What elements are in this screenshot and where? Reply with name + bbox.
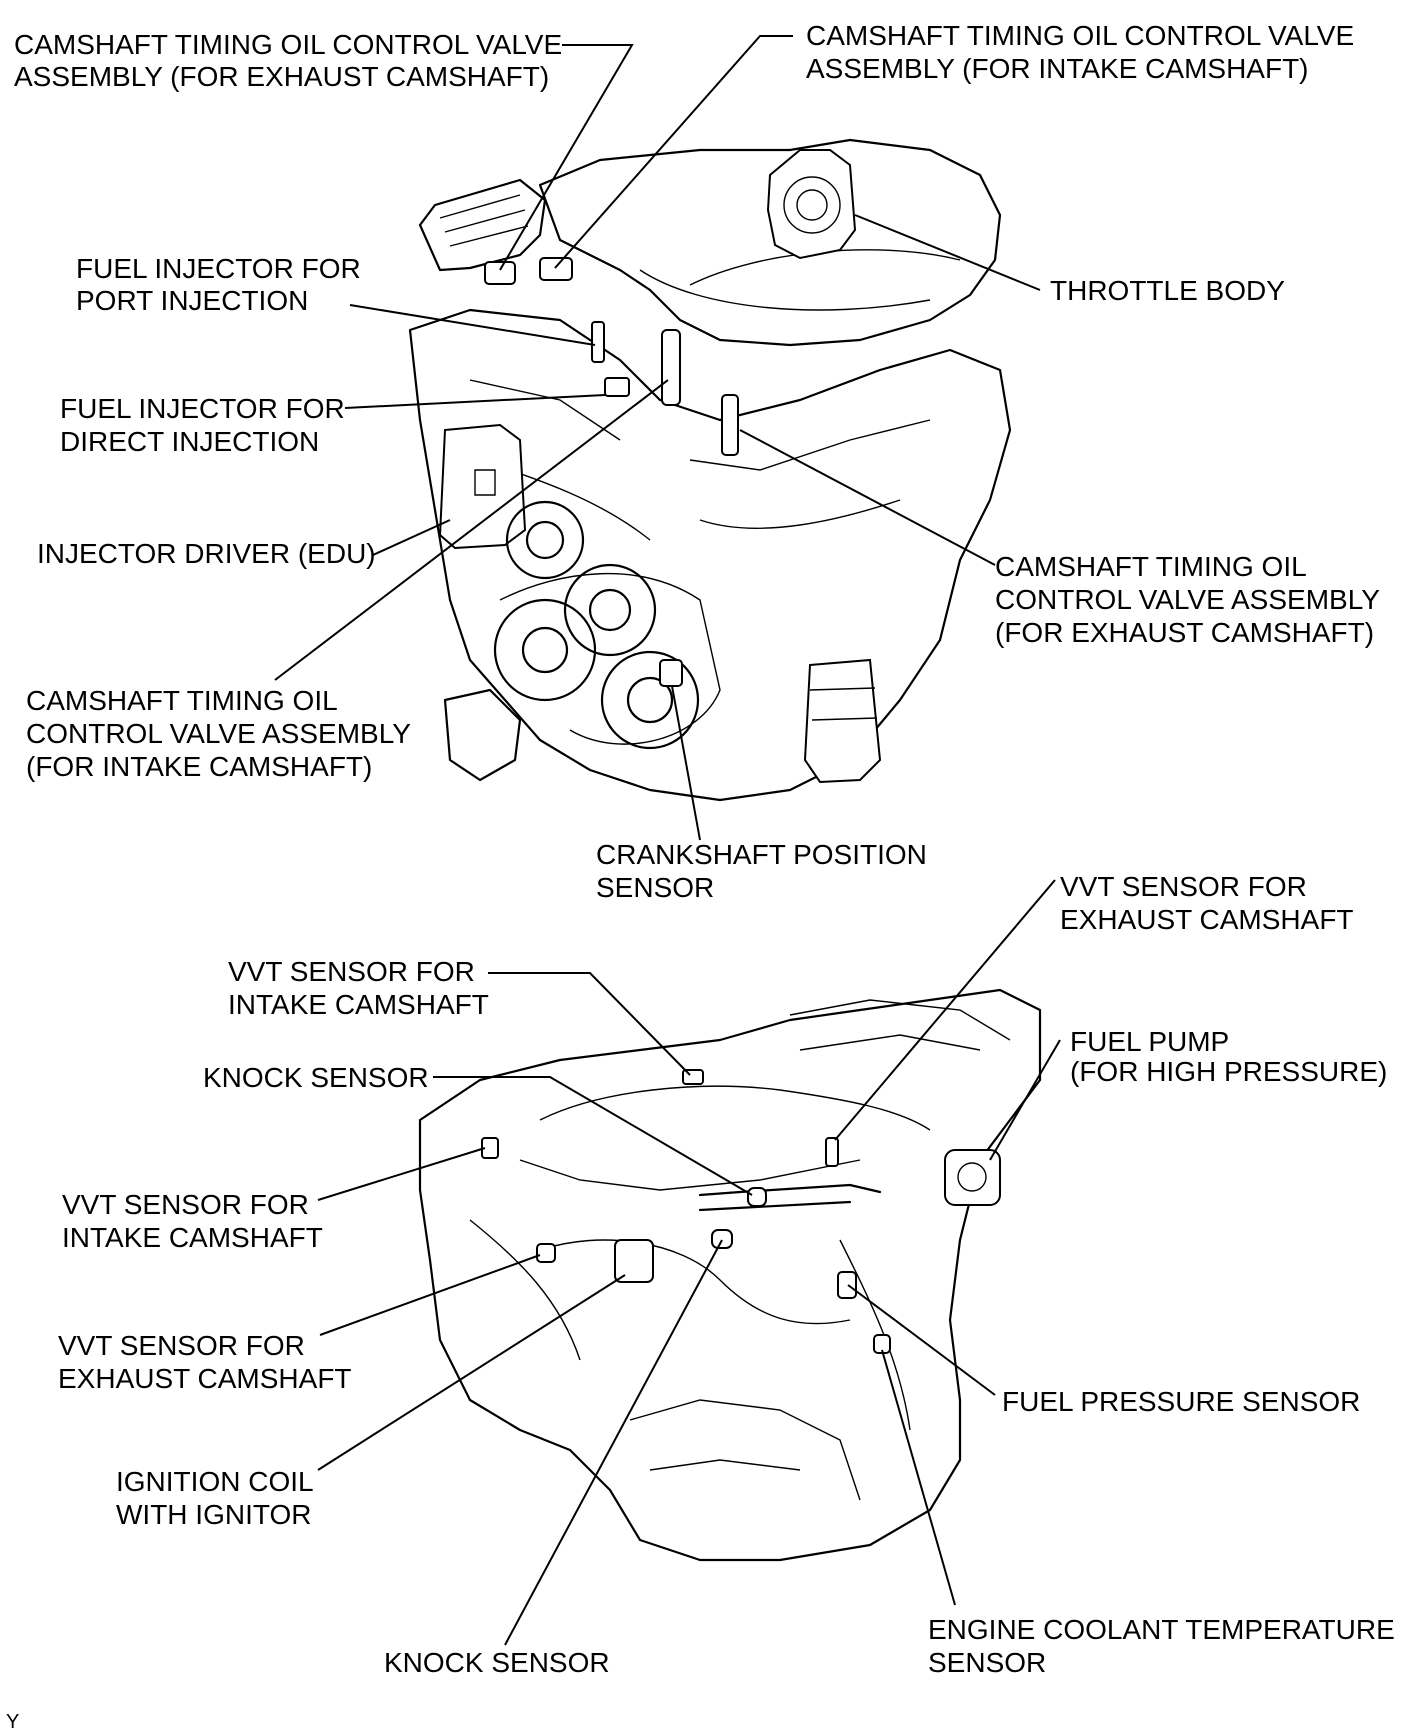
fuel-pump-part (944, 1149, 1001, 1206)
vvt-exhaust-left-part (536, 1243, 556, 1263)
intake-ocv-left (661, 329, 681, 406)
vvt-exhaust-right-part (825, 1137, 839, 1167)
label-vvt-intake-left: VVT SENSOR FOR INTAKE CAMSHAFT (62, 1189, 323, 1253)
label-direct-injector: FUEL INJECTOR FOR DIRECT INJECTION (60, 393, 352, 457)
label-throttle-body: THROTTLE BODY (1050, 275, 1285, 306)
intake-ocv-top-right (539, 257, 573, 281)
label-ignition-coil: IGNITION COIL WITH IGNITOR (116, 1466, 320, 1530)
label-vvt-exhaust-left: VVT SENSOR FOR EXHAUST CAMSHAFT (58, 1330, 352, 1394)
label-vvt-exhaust-right: VVT SENSOR FOR EXHAUST CAMSHAFT (1060, 871, 1354, 935)
knock-sensor-top-part (747, 1187, 767, 1207)
port-injector-part (591, 321, 605, 363)
throttle-body-shape (766, 149, 857, 260)
top-engine-illustration (408, 138, 1012, 802)
label-coolant-temp-sensor: ENGINE COOLANT TEMPERATURE SENSOR (928, 1614, 1403, 1678)
label-fuel-pressure-sensor: FUEL PRESSURE SENSOR (1002, 1386, 1360, 1417)
ignition-coil-part (614, 1239, 654, 1283)
labels: CAMSHAFT TIMING OIL CONTROL VALVE ASSEMB… (6, 20, 1403, 1733)
label-knock-sensor-top: KNOCK SENSOR (203, 1062, 429, 1093)
fuel-pressure-sensor-part (837, 1271, 857, 1299)
label-exhaust-ocv-top-left: CAMSHAFT TIMING OIL CONTROL VALVE ASSEMB… (14, 29, 570, 92)
corner-mark: Y (6, 1711, 19, 1733)
bottom-engine-illustration (418, 988, 1042, 1562)
knock-sensor-bottom-part (711, 1229, 733, 1249)
label-fuel-pump: FUEL PUMP (FOR HIGH PRESSURE) (1070, 1026, 1387, 1087)
label-crankshaft-sensor: CRANKSHAFT POSITION SENSOR (596, 839, 935, 903)
label-intake-ocv-top-right: CAMSHAFT TIMING OIL CONTROL VALVE ASSEMB… (806, 20, 1362, 84)
leader-lines (274, 35, 1061, 1646)
crankshaft-sensor-part (659, 659, 683, 687)
label-injector-driver: INJECTOR DRIVER (EDU) (37, 538, 376, 569)
direct-injector-part (604, 377, 630, 397)
oil-filter (803, 658, 882, 784)
label-exhaust-ocv-right: CAMSHAFT TIMING OIL CONTROL VALVE ASSEMB… (995, 551, 1387, 648)
label-intake-ocv-left: CAMSHAFT TIMING OIL CONTROL VALVE ASSEMB… (26, 685, 418, 782)
injector-driver-box (438, 423, 527, 550)
exhaust-ocv-right (721, 394, 739, 456)
label-port-injector: FUEL INJECTOR FOR PORT INJECTION (76, 253, 368, 316)
label-knock-sensor-bottom: KNOCK SENSOR (384, 1647, 610, 1678)
exhaust-ocv-top-left (484, 261, 516, 285)
label-vvt-intake-top: VVT SENSOR FOR INTAKE CAMSHAFT (228, 956, 489, 1020)
